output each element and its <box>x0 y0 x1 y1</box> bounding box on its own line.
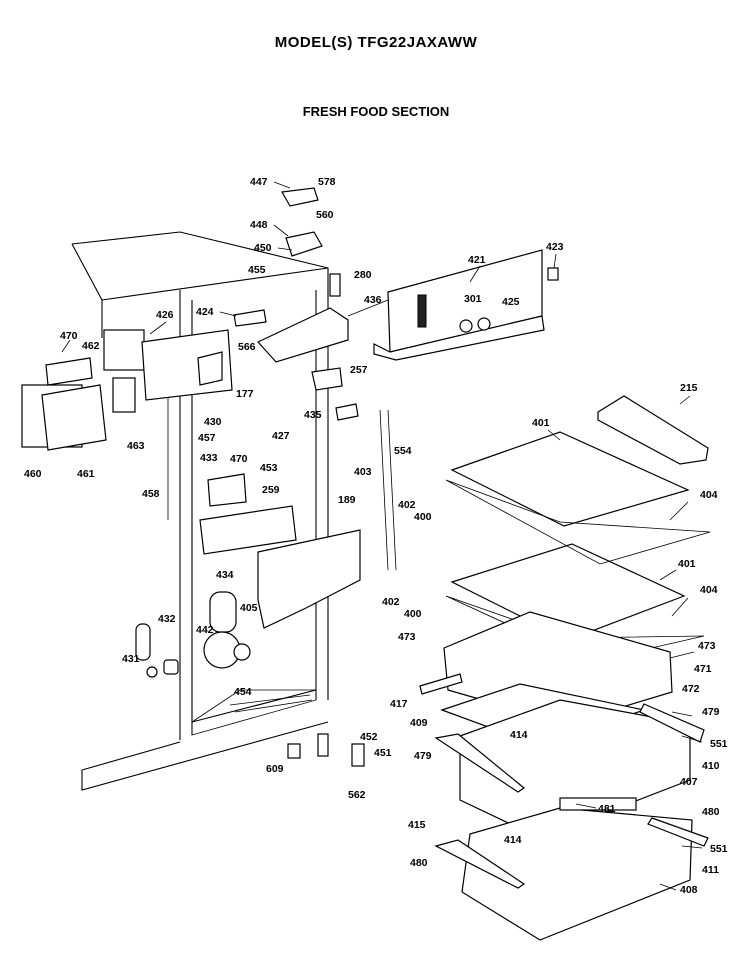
callout-label: 430 <box>204 416 222 428</box>
callout-label: 451 <box>374 747 392 759</box>
callout-label: 404 <box>700 584 718 596</box>
callout-label: 461 <box>77 468 95 480</box>
callout-label: 257 <box>350 364 368 376</box>
callout-label: 401 <box>678 558 696 570</box>
callout-label: 463 <box>127 440 145 452</box>
leader-lines <box>61 181 703 891</box>
callout-label: 566 <box>238 341 256 353</box>
callout-label: 409 <box>410 717 428 729</box>
callout-label: 471 <box>694 663 712 675</box>
right-parts <box>373 249 711 941</box>
callout-label: 442 <box>196 624 214 636</box>
callout-label: 424 <box>196 306 214 318</box>
callout-label: 447 <box>250 176 268 188</box>
callout-label: 551 <box>710 738 728 750</box>
callout-label: 479 <box>702 706 720 718</box>
callout-label: 280 <box>354 269 372 281</box>
callout-label: 177 <box>236 388 254 400</box>
callout-label: 400 <box>404 608 422 620</box>
callout-label: 450 <box>254 242 272 254</box>
callout-label: 562 <box>348 789 366 801</box>
callout-label: 426 <box>156 309 174 321</box>
callout-label: 259 <box>262 484 280 496</box>
left-parts <box>21 187 365 767</box>
page-title: MODEL(S) TFG22JAXAWW <box>274 34 478 51</box>
callout-label: 453 <box>260 462 278 474</box>
callout-label: 433 <box>200 452 218 464</box>
callout-label: 414 <box>510 729 528 741</box>
callout-label: 455 <box>248 264 266 276</box>
callout-label: 578 <box>318 176 336 188</box>
callout-label: 472 <box>682 683 700 695</box>
callout-label: 434 <box>216 569 234 581</box>
callout-label: 473 <box>398 631 416 643</box>
callout-label: 551 <box>710 843 728 855</box>
callout-label: 480 <box>702 806 720 818</box>
callout-label: 432 <box>158 613 176 625</box>
callout-label: 421 <box>468 254 486 266</box>
callout-label: 458 <box>142 488 160 500</box>
callout-label: 215 <box>680 382 698 394</box>
callout-label: 454 <box>234 686 252 698</box>
callout-label: 457 <box>198 432 216 444</box>
callout-label: 480 <box>410 857 428 869</box>
callout-label: 479 <box>414 750 432 762</box>
callout-label: 473 <box>698 640 716 652</box>
callout-label: 400 <box>414 511 432 523</box>
callout-label: 408 <box>680 884 698 896</box>
callout-label: 435 <box>304 409 322 421</box>
callout-label: 460 <box>24 468 42 480</box>
callout-label: 427 <box>272 430 290 442</box>
callout-labels: 447 578 448 560 450 423 421 280 455 436 … <box>24 176 728 896</box>
callout-label: 470 <box>60 330 78 342</box>
callout-label: 609 <box>266 763 284 775</box>
callout-label: 410 <box>702 760 720 772</box>
callout-label: 436 <box>364 294 382 306</box>
callout-label: 415 <box>408 819 426 831</box>
callout-label: 402 <box>382 596 400 608</box>
callout-label: 411 <box>702 864 719 876</box>
callout-label: 404 <box>700 489 718 501</box>
callout-label: 407 <box>680 776 698 788</box>
callout-label: 452 <box>360 731 378 743</box>
section-title: FRESH FOOD SECTION <box>302 104 450 119</box>
callout-label: 301 <box>464 293 482 305</box>
callout-label: 403 <box>354 466 372 478</box>
callout-label: 401 <box>532 417 550 429</box>
callout-label: 189 <box>338 494 356 506</box>
callout-label: 405 <box>240 602 258 614</box>
callout-label: 423 <box>546 241 564 253</box>
callout-label: 448 <box>250 219 268 231</box>
callout-label: 425 <box>502 296 520 308</box>
callout-label: 417 <box>390 698 408 710</box>
callout-label: 431 <box>122 653 140 665</box>
callout-label: 560 <box>316 209 334 221</box>
callout-label: 462 <box>82 340 100 352</box>
callout-label: 414 <box>504 834 522 846</box>
callout-label: 470 <box>230 453 248 465</box>
callout-label: 402 <box>398 499 416 511</box>
callout-label: 554 <box>394 445 412 457</box>
callout-label: 481 <box>598 803 616 815</box>
